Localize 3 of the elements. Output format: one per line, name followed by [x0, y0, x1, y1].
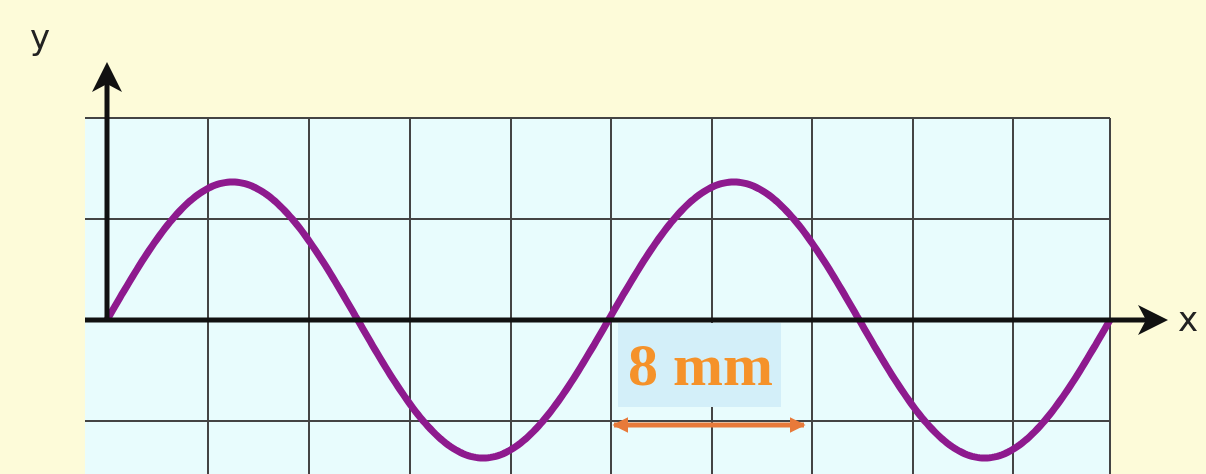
axis-label: y [30, 20, 51, 54]
dimension-label: 8 mm [618, 323, 781, 407]
axis-label: x [1178, 302, 1199, 336]
